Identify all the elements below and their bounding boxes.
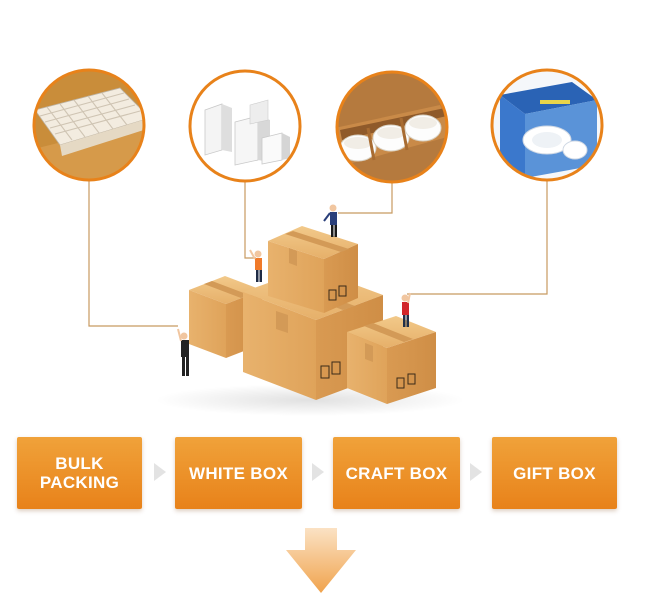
step-craft-box: CRAFT BOX (333, 437, 460, 509)
craft-box-cups-icon (337, 105, 447, 165)
fragile-symbols (320, 361, 341, 379)
white-box-icon (204, 99, 290, 166)
person-red (401, 292, 411, 327)
step-arrow-icon (312, 463, 324, 481)
white-box-thumbnail (188, 69, 302, 183)
grid-divider-insert-icon (34, 87, 144, 156)
step-label-white-box: WHITE BOX (188, 463, 289, 483)
step-bulk-packing: BULK PACKING (17, 437, 142, 509)
box-top (268, 226, 358, 313)
step-gift-box: GIFT BOX (492, 437, 617, 509)
step-arrow-icon (470, 463, 482, 481)
step-arrow-icon (154, 463, 166, 481)
step-label-gift-box: GIFT BOX (513, 463, 596, 483)
down-arrow-icon (286, 528, 356, 593)
step-white-box: WHITE BOX (175, 437, 302, 509)
person-dark (177, 328, 189, 376)
gift-box-thumbnail (490, 68, 604, 182)
person-orange (249, 249, 262, 282)
bulk-packing-thumbnail (32, 68, 146, 182)
box-right (347, 316, 436, 404)
step-label-bulk-packing: BULK PACKING (39, 454, 120, 492)
gift-box-icon (500, 82, 597, 178)
connector-lines (88, 180, 548, 327)
craft-box-thumbnail (335, 70, 449, 184)
step-label-craft-box: CRAFT BOX (345, 463, 448, 483)
cardboard-box-pile (155, 204, 465, 416)
person-blue (323, 204, 337, 237)
